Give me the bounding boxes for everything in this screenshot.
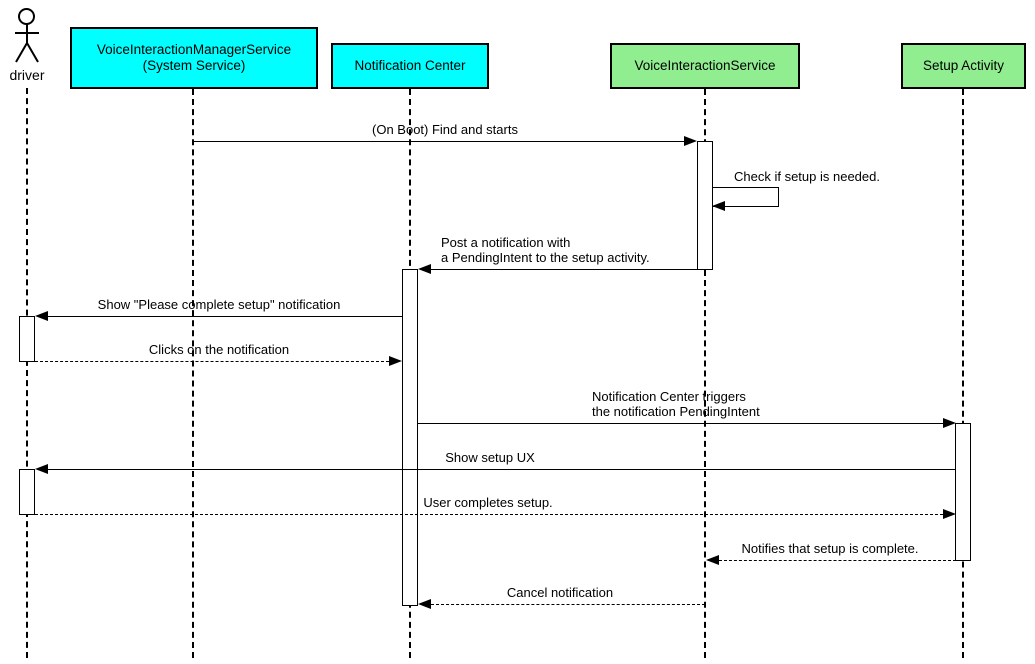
message-label: User completes setup. (423, 495, 553, 510)
participant-voice-interaction-service: VoiceInteractionService (610, 43, 800, 89)
actor-driver-label: driver (9, 67, 45, 83)
message-label: Post a notification with a PendingIntent… (441, 235, 650, 265)
arrowhead-icon (389, 356, 402, 366)
participant-notification-center-label: Notification Center (354, 58, 466, 73)
message-line (719, 560, 956, 561)
actor-body-icon (26, 24, 28, 44)
activation-driver-1 (19, 316, 35, 362)
arrowhead-icon (35, 311, 48, 321)
activation-notification-center (402, 269, 418, 606)
arrowhead-icon (943, 509, 956, 519)
message-label: Show "Please complete setup" notificatio… (97, 297, 341, 312)
message-label: Notification Center triggers the notific… (592, 389, 760, 419)
participant-setup-activity-label: Setup Activity (922, 58, 1005, 73)
participant-voice-interaction-manager-service: VoiceInteractionManagerService (System S… (70, 27, 318, 89)
message-label: Show setup UX (445, 450, 535, 465)
message-label: (On Boot) Find and starts (372, 122, 518, 137)
participant-voice-interaction-service-label: VoiceInteractionService (634, 58, 776, 73)
message-label: Notifies that setup is complete. (741, 541, 919, 556)
lifeline-setup-activity (962, 89, 964, 658)
message-line (48, 316, 402, 317)
actor-head-icon (18, 8, 35, 25)
actor-leg-left-icon (15, 42, 28, 63)
arrowhead-icon (684, 136, 697, 146)
message-line (431, 604, 705, 605)
participant-voice-interaction-manager-service-label: VoiceInteractionManagerService (System S… (96, 42, 292, 73)
message-line (48, 469, 956, 470)
message-line (35, 361, 389, 362)
arrowhead-icon (712, 201, 725, 211)
lifeline-driver (26, 88, 28, 658)
message-line (193, 141, 685, 142)
participant-setup-activity: Setup Activity (901, 43, 1026, 89)
message-label: Cancel notification (506, 585, 614, 600)
arrowhead-icon (35, 464, 48, 474)
message-line (35, 514, 943, 515)
arrowhead-icon (418, 264, 431, 274)
self-message-loop (712, 187, 779, 207)
message-label: Clicks on the notification (148, 342, 290, 357)
activation-voice-interaction-service (697, 141, 713, 270)
lifeline-voice-interaction-service (704, 89, 706, 658)
message-line (418, 423, 943, 424)
activation-setup-activity (955, 423, 971, 561)
actor-arms-icon (15, 32, 39, 34)
message-label: Check if setup is needed. (734, 169, 880, 184)
arrowhead-icon (943, 418, 956, 428)
arrowhead-icon (418, 599, 431, 609)
message-line (430, 269, 697, 270)
lifeline-voice-interaction-manager-service (192, 89, 194, 658)
arrowhead-icon (706, 555, 719, 565)
actor-leg-right-icon (26, 42, 39, 63)
participant-notification-center: Notification Center (331, 43, 489, 89)
activation-driver-2 (19, 469, 35, 515)
